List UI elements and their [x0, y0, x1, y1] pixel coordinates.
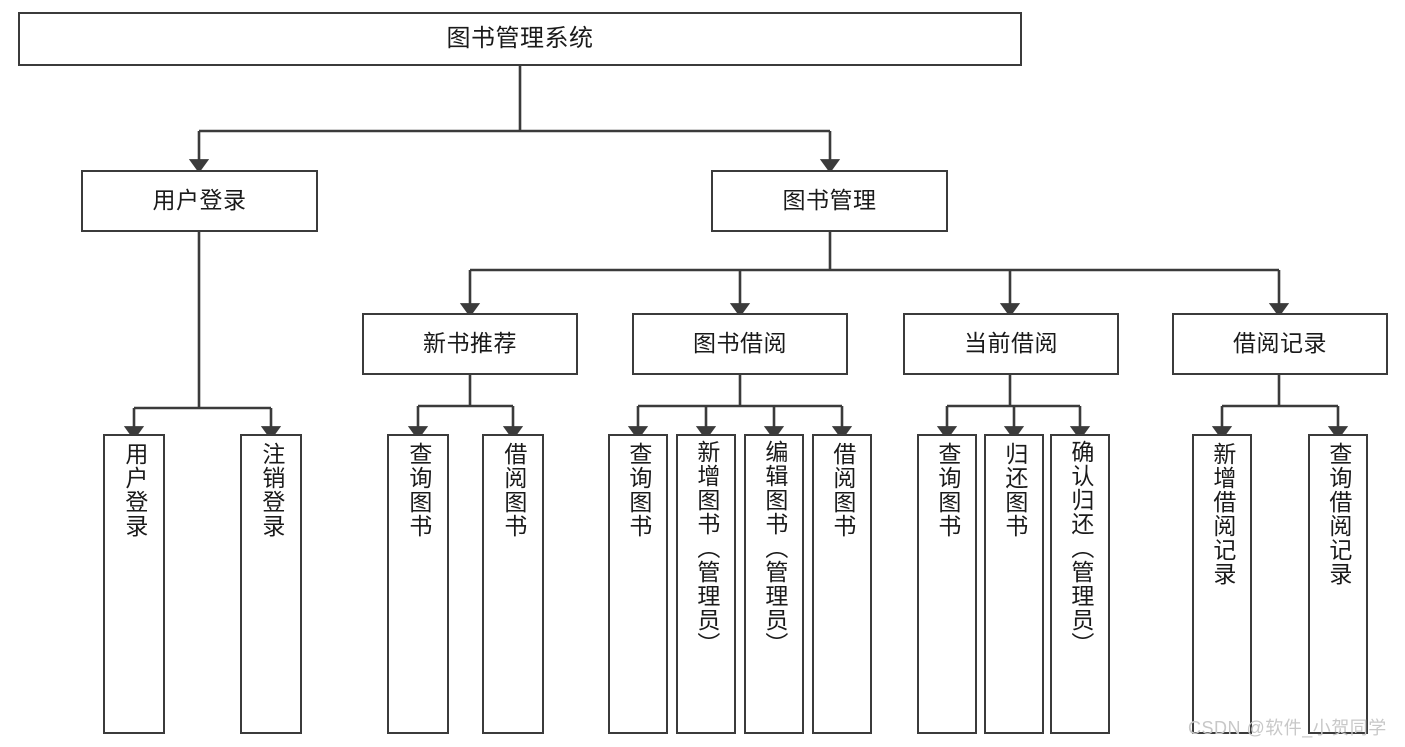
leaf-current-return-book[interactable]: 归还图书	[984, 434, 1044, 734]
node-label: 图书管理	[782, 187, 877, 214]
node-label: 图书借阅	[693, 330, 787, 357]
leaf-user-login-login[interactable]: 用户登录	[103, 434, 165, 734]
node-current-borrow[interactable]: 当前借阅	[903, 313, 1119, 375]
node-label: 用户登录	[121, 442, 148, 538]
node-borrow-record[interactable]: 借阅记录	[1172, 313, 1388, 375]
node-label: 新增图书（管理员）	[693, 440, 720, 656]
node-user-login[interactable]: 用户登录	[81, 170, 318, 232]
node-book-borrow[interactable]: 图书借阅	[632, 313, 848, 375]
node-label: 当前借阅	[964, 330, 1058, 357]
leaf-borrow-edit-book-admin[interactable]: 编辑图书（管理员）	[744, 434, 804, 734]
node-label: 确认归还（管理员）	[1067, 440, 1094, 656]
node-label: 注销登录	[258, 442, 285, 538]
leaf-recommend-borrow-book[interactable]: 借阅图书	[482, 434, 544, 734]
node-label: 图书管理系统	[446, 24, 594, 52]
node-label: 查询图书	[405, 442, 432, 538]
node-label: 新书推荐	[423, 330, 517, 357]
leaf-recommend-query-book[interactable]: 查询图书	[387, 434, 449, 734]
leaf-record-query-record[interactable]: 查询借阅记录	[1308, 434, 1368, 734]
node-label: 借阅记录	[1233, 330, 1327, 357]
leaf-borrow-add-book-admin[interactable]: 新增图书（管理员）	[676, 434, 736, 734]
node-label: 借阅图书	[829, 442, 856, 538]
leaf-current-confirm-return-admin[interactable]: 确认归还（管理员）	[1050, 434, 1110, 734]
node-label: 新增借阅记录	[1209, 442, 1236, 586]
leaf-current-query-book[interactable]: 查询图书	[917, 434, 977, 734]
node-label: 用户登录	[152, 187, 247, 214]
node-label: 归还图书	[1001, 442, 1028, 538]
watermark: CSDN @软件_小贺同学	[1188, 718, 1387, 738]
leaf-borrow-borrow-book[interactable]: 借阅图书	[812, 434, 872, 734]
node-label: 借阅图书	[500, 442, 527, 538]
node-label: 查询图书	[625, 442, 652, 538]
node-book-management[interactable]: 图书管理	[711, 170, 948, 232]
node-label: 查询借阅记录	[1325, 442, 1352, 586]
node-root-system[interactable]: 图书管理系统	[18, 12, 1022, 66]
node-new-book-recommend[interactable]: 新书推荐	[362, 313, 578, 375]
leaf-borrow-query-book[interactable]: 查询图书	[608, 434, 668, 734]
leaf-record-add-record[interactable]: 新增借阅记录	[1192, 434, 1252, 734]
node-label: 编辑图书（管理员）	[761, 440, 788, 656]
leaf-user-login-logout[interactable]: 注销登录	[240, 434, 302, 734]
node-label: 查询图书	[934, 442, 961, 538]
